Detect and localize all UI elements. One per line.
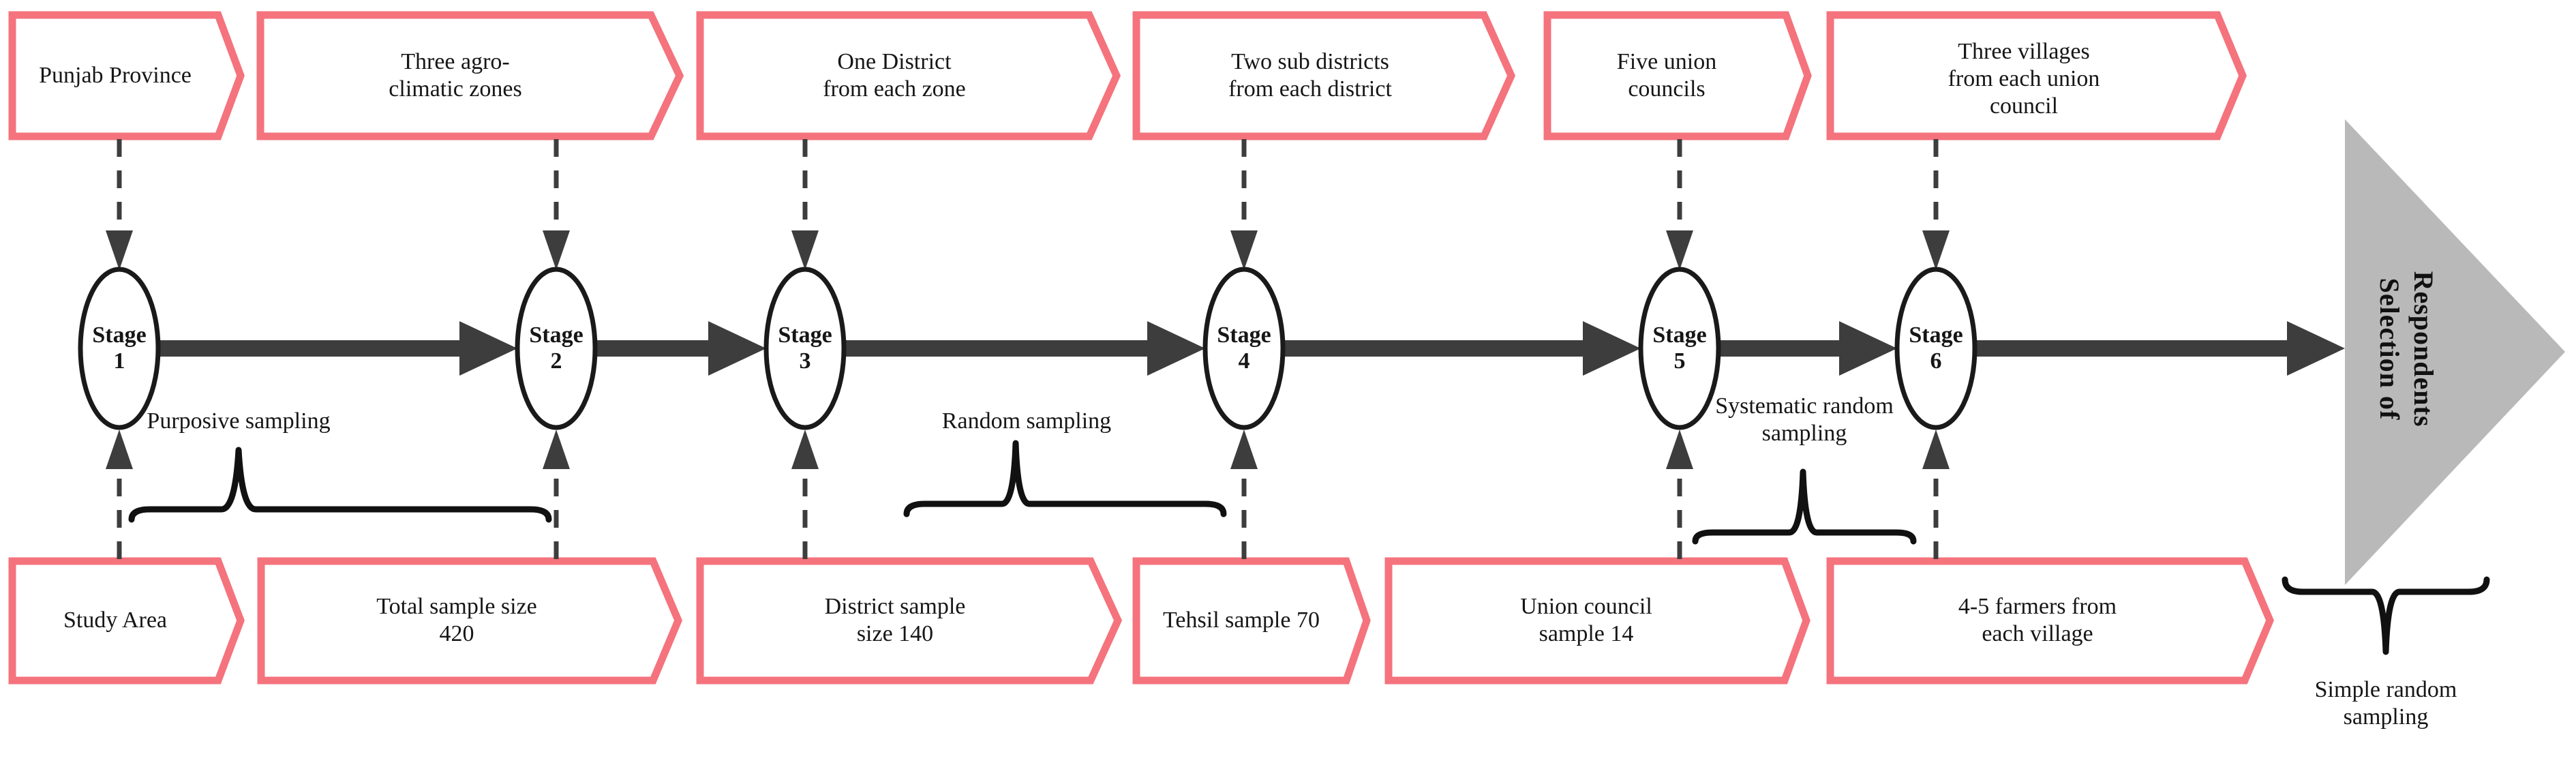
bottom-banner-label-study-area: Study Area bbox=[63, 607, 168, 633]
down-arrowhead-icon bbox=[791, 230, 819, 270]
top-banner-label-sub-districts: Two sub districts from each district bbox=[1228, 48, 1392, 102]
right-arrowhead-icon bbox=[459, 321, 517, 376]
bottom-banner-label-union-council-sample: Union council sample 14 bbox=[1520, 593, 1652, 646]
top-connector-arrowheads bbox=[106, 230, 1950, 270]
down-arrowhead-icon bbox=[1922, 230, 1950, 270]
method-label-random-sampling: Random sampling bbox=[941, 408, 1112, 434]
brace-purposive-sampling bbox=[128, 447, 552, 523]
right-arrowhead-icon bbox=[1147, 321, 1205, 376]
up-arrowhead-icon bbox=[1666, 430, 1693, 469]
top-banner-label-one-district: One District from each zone bbox=[823, 48, 966, 102]
top-banner-shape-union-councils bbox=[1543, 11, 1812, 140]
up-arrowhead-icon bbox=[791, 430, 819, 469]
stage-6-ellipse bbox=[1894, 267, 1978, 430]
method-label-systematic-random-sampling: Systematic random sampling bbox=[1715, 393, 1894, 446]
stage-5-label: Stage 5 bbox=[1652, 322, 1707, 374]
top-banner-shape-three-villages bbox=[1826, 11, 2247, 140]
endpoint-triangle bbox=[2345, 119, 2565, 585]
right-arrowhead-icon bbox=[1839, 321, 1897, 376]
top-banner-shape-punjab-province bbox=[8, 11, 245, 140]
down-arrowhead-icon bbox=[106, 230, 133, 270]
right-arrowhead-icon bbox=[2287, 321, 2345, 376]
down-arrowhead-icon bbox=[543, 230, 570, 270]
bottom-banner-shape-tehsil-sample bbox=[1132, 557, 1371, 685]
bottom-banner-label-farmers: 4-5 farmers from each village bbox=[1958, 593, 2117, 646]
stage-ellipses bbox=[78, 267, 1978, 430]
up-arrowhead-icon bbox=[1230, 430, 1258, 469]
stage-4-label: Stage 4 bbox=[1217, 322, 1271, 374]
stage-3-ellipse bbox=[763, 267, 847, 430]
stage-1-ellipse bbox=[78, 267, 161, 430]
endpoint-label-selection-of-respondents: Selection of Respondents bbox=[2374, 271, 2439, 427]
flow-arrow-shaft bbox=[596, 340, 708, 357]
bottom-dashed-connectors bbox=[117, 466, 1939, 559]
right-arrowhead-icon bbox=[1583, 321, 1641, 376]
up-arrowhead-icon bbox=[106, 430, 133, 469]
top-banner-label-agro-climatic-zones: Three agro- climatic zones bbox=[389, 48, 522, 102]
stage-2-ellipse bbox=[515, 267, 598, 430]
bottom-banner-shapes bbox=[8, 557, 2274, 685]
method-label-purposive-sampling: Purposive sampling bbox=[147, 408, 331, 434]
flow-arrow-shaft bbox=[160, 340, 459, 357]
stage-6-label: Stage 6 bbox=[1909, 322, 1963, 374]
stage-5-ellipse bbox=[1638, 267, 1721, 430]
flow-arrow-shaft bbox=[1976, 340, 2287, 357]
flow-arrow-shaft bbox=[1284, 340, 1583, 357]
brace-random-sampling bbox=[903, 440, 1227, 518]
braces bbox=[128, 440, 2490, 655]
top-banner-shape-one-district bbox=[696, 11, 1121, 140]
method-label-simple-random-sampling: Simple random sampling bbox=[2314, 676, 2457, 730]
brace-systematic-random-sampling bbox=[1692, 468, 1917, 545]
top-banner-label-union-councils: Five union councils bbox=[1616, 48, 1717, 102]
top-banner-shape-sub-districts bbox=[1132, 11, 1516, 140]
bottom-banner-shape-study-area bbox=[8, 557, 245, 685]
flow-arrow-shaft bbox=[1720, 340, 1839, 357]
bottom-banner-label-district-sample: District sample size 140 bbox=[824, 593, 966, 646]
stage-4-ellipse bbox=[1202, 267, 1286, 430]
down-arrowhead-icon bbox=[1666, 230, 1693, 270]
stage-3-label: Stage 3 bbox=[778, 322, 832, 374]
top-banner-shape-agro-climatic-zones bbox=[256, 11, 684, 140]
bottom-banner-shape-farmers bbox=[1826, 557, 2274, 685]
down-arrowhead-icon bbox=[1230, 230, 1258, 270]
right-arrowhead-icon bbox=[708, 321, 766, 376]
stage-1-label: Stage 1 bbox=[92, 322, 147, 374]
bottom-banner-shape-union-council-sample bbox=[1384, 557, 1810, 685]
up-arrowhead-icon bbox=[543, 430, 570, 469]
bottom-connector-arrowheads bbox=[106, 430, 1950, 469]
top-dashed-connectors bbox=[117, 139, 1939, 233]
up-arrowhead-icon bbox=[1922, 430, 1950, 469]
bottom-banner-label-total-sample: Total sample size 420 bbox=[376, 593, 537, 646]
top-banner-shapes bbox=[8, 11, 2247, 140]
stage-2-label: Stage 2 bbox=[529, 322, 584, 374]
bottom-banner-shape-district-sample bbox=[696, 557, 1123, 685]
bottom-banner-shape-total-sample bbox=[257, 557, 682, 685]
flow-arrow-shaft bbox=[845, 340, 1147, 357]
flow-arrows bbox=[160, 321, 2345, 376]
brace-simple-random-sampling bbox=[2282, 576, 2490, 655]
bottom-banner-label-tehsil-sample: Tehsil sample 70 bbox=[1163, 607, 1320, 633]
top-banner-label-three-villages: Three villages from each union council bbox=[1948, 38, 2100, 119]
top-banner-label-punjab-province: Punjab Province bbox=[39, 62, 192, 88]
